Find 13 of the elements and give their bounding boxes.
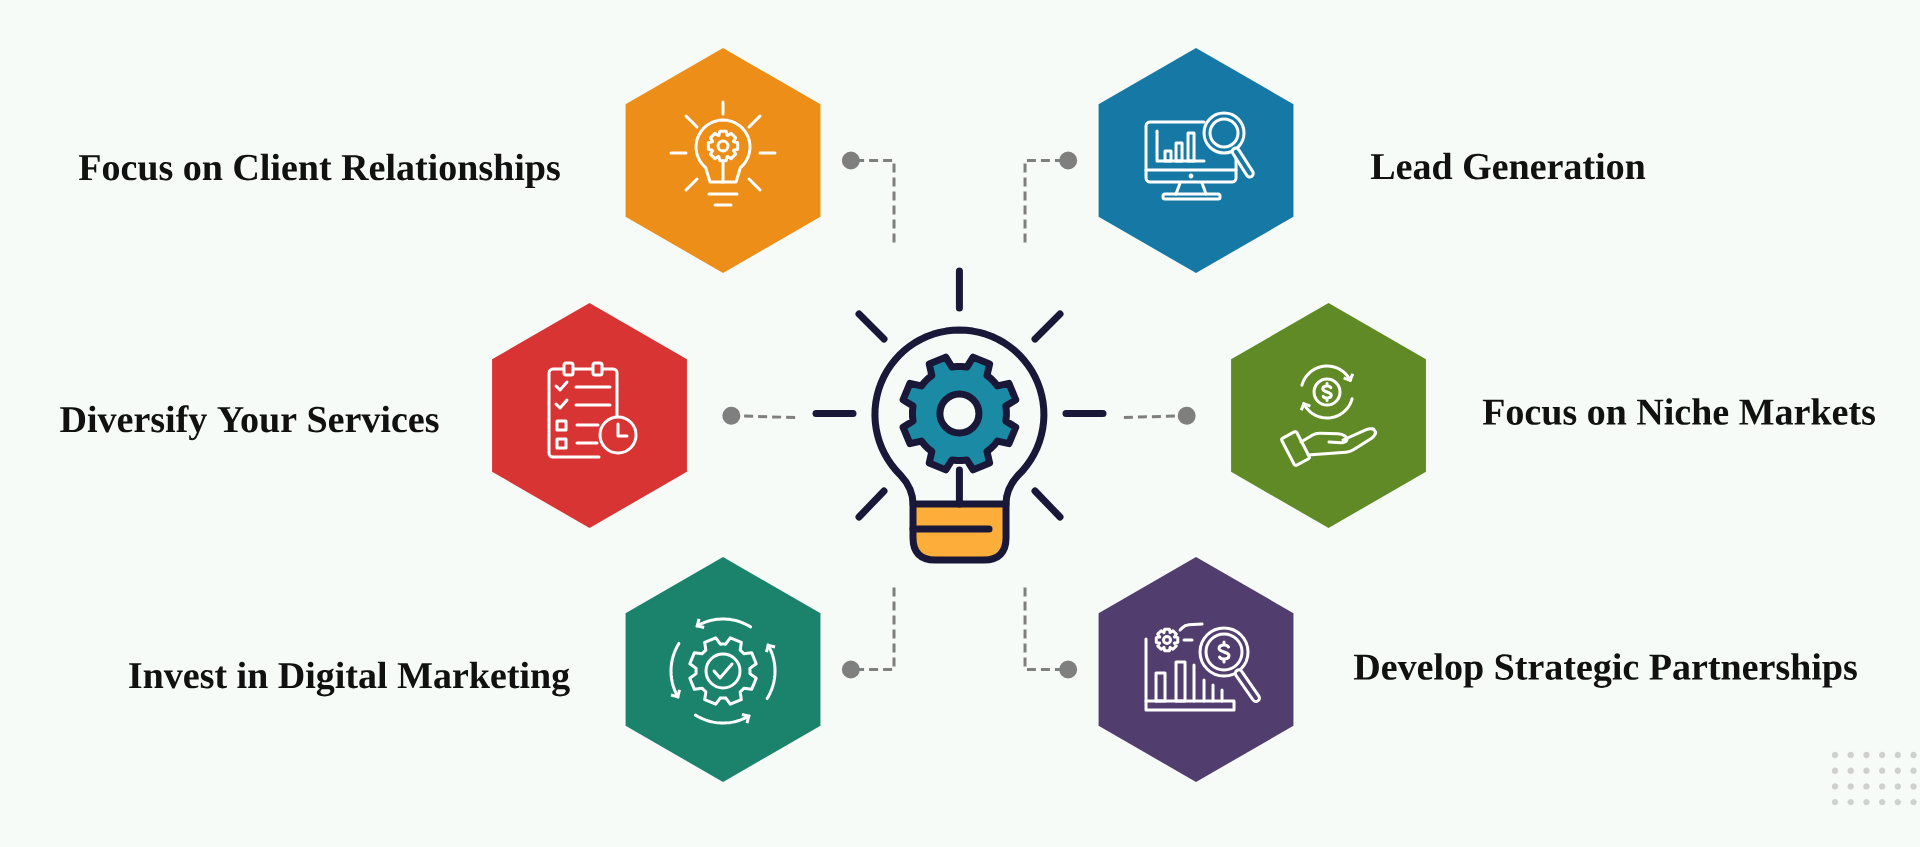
- heading: Focus on Niche Markets: [1482, 398, 1875, 425]
- dashed-connector: [1123, 406, 1196, 425]
- heading: Focus on Client Relationships: [78, 153, 560, 189]
- dashed-connector: [841, 587, 896, 679]
- dashed-connector: [1023, 151, 1078, 243]
- heading: Lead Generation: [1370, 152, 1646, 180]
- heading: Invest in Digital Marketing: [129, 661, 570, 697]
- dashed-connector: [1023, 587, 1078, 679]
- heading: Diversify Your Services: [60, 405, 439, 441]
- lightbulb-gear-picture: [812, 267, 1107, 564]
- dashed-connector: [722, 406, 796, 425]
- heading: Develop Strategic Partnerships: [1353, 653, 1857, 688]
- dashed-connector: [841, 151, 896, 243]
